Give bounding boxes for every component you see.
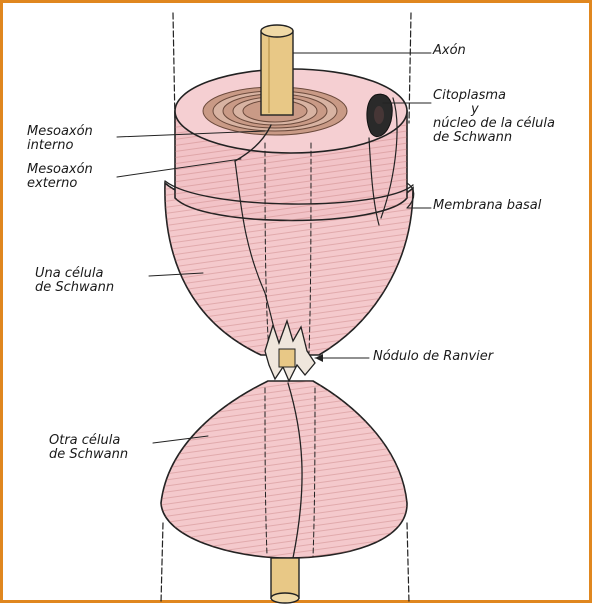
label-nucleus-schwann: de Schwann [433, 131, 512, 145]
label-ranvier-node: Nódulo de Ranvier [373, 350, 493, 364]
label-inner-mesaxon: Mesoaxón [27, 125, 93, 139]
label-inner-mesaxon-2: interno [27, 139, 73, 153]
label-other-schwann-cell: Otra célula [49, 434, 120, 448]
label-outer-mesaxon-2: externo [27, 177, 77, 191]
label-basal-membrane: Membrana basal [433, 199, 541, 213]
label-other-schwann-cell-2: de Schwann [49, 448, 128, 462]
axon-bottom [271, 558, 299, 603]
label-one-schwann-cell-2: de Schwann [35, 281, 114, 295]
label-nucleus: núcleo de la célula [433, 117, 555, 131]
label-one-schwann-cell: Una célula [35, 267, 103, 281]
label-outer-mesaxon: Mesoaxón [27, 163, 93, 177]
label-cytoplasm-y: y [471, 103, 479, 117]
axon-top [261, 25, 293, 115]
label-cytoplasm: Citoplasma [433, 89, 506, 103]
label-axon: Axón [433, 44, 466, 58]
